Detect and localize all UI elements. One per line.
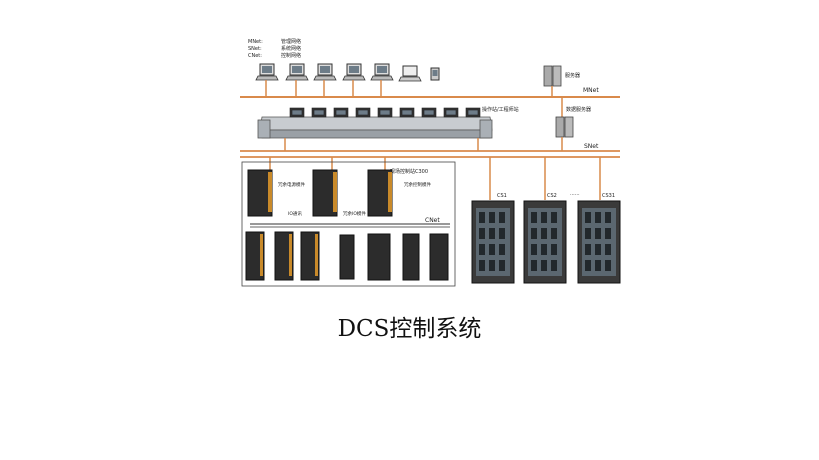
- network-legend: MNet: 管理网络 SNet: 系统网络 CNet: 控制网络: [248, 38, 301, 59]
- legend-key-snet: SNet:: [248, 46, 262, 52]
- cabinet-cs1: [471, 200, 515, 284]
- power-module: [247, 169, 273, 217]
- io-bus-label: IO通讯: [288, 210, 302, 217]
- legend-desc-mnet: 管理网络: [281, 38, 301, 45]
- cs1-label: CS1: [497, 193, 507, 199]
- snet-label: SNet: [584, 143, 599, 150]
- laptop-icon: [342, 63, 366, 81]
- laptop-icon: [313, 63, 337, 81]
- io-module-upper: [312, 169, 338, 217]
- laptop-icon: [398, 65, 422, 82]
- cs-ellipsis: ......: [570, 191, 580, 197]
- snet-drops: [269, 137, 601, 200]
- laptop-icon: [285, 63, 309, 81]
- legend-key-cnet: CNet:: [248, 53, 262, 59]
- redundant-io-label: 冗余IO模件: [343, 210, 366, 217]
- data-server: 数据服务器: [555, 106, 591, 138]
- field-control-station-frame: [241, 161, 456, 287]
- client-terminals: [255, 63, 440, 82]
- operator-console-bank: [257, 116, 493, 139]
- data-server-label: 数据服务器: [566, 106, 591, 113]
- diagram-caption: DCS控制系统: [337, 316, 482, 342]
- management-server: 服务器: [543, 65, 580, 87]
- cs31-label: CS31: [602, 193, 615, 199]
- cabinet-cs2: [523, 200, 567, 284]
- cabinet-cs31: [577, 200, 621, 284]
- cs2-label: CS2: [547, 193, 557, 199]
- io-module-rack: [245, 231, 449, 281]
- management-server-label: 服务器: [565, 72, 580, 79]
- laptop-icon: [255, 63, 279, 81]
- pda-icon: [430, 67, 440, 81]
- cnet-label: CNet: [425, 217, 440, 224]
- legend-desc-snet: 系统网络: [281, 45, 301, 52]
- redundant-power-label: 冗余电源模件: [278, 181, 305, 188]
- redundant-ctrl-label: 冗余控制模件: [404, 181, 431, 188]
- operator-station-label: 操作站/工程师站: [482, 106, 519, 113]
- mnet-drops: [265, 80, 563, 117]
- legend-key-mnet: MNet:: [248, 39, 263, 45]
- control-module: [367, 169, 393, 217]
- field-control-station-label: 现场控制站C300: [390, 168, 428, 175]
- legend-desc-cnet: 控制网络: [281, 52, 301, 59]
- laptop-icon: [370, 63, 394, 81]
- operator-monitors: [289, 107, 481, 118]
- mnet-label: MNet: [583, 87, 599, 94]
